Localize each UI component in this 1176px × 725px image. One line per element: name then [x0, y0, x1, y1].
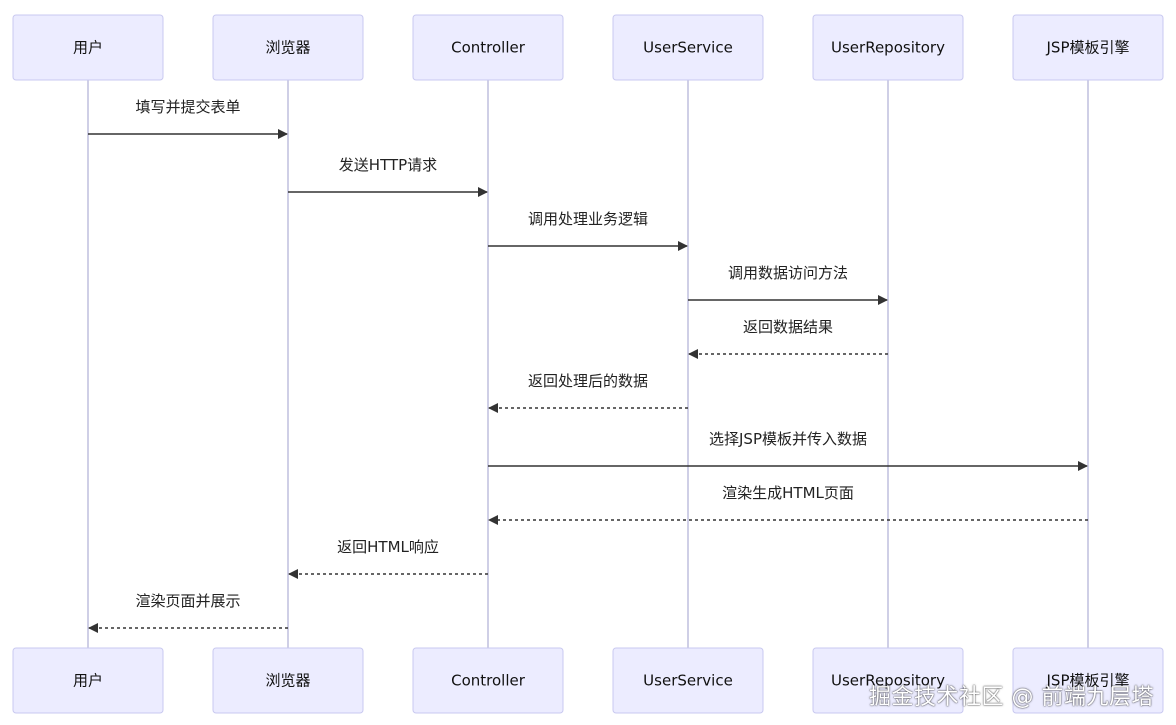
actor-bottom-1: 浏览器: [212, 647, 364, 714]
message-6: 返回处理后的数据: [488, 372, 688, 413]
actor-bottom-4: UserRepository: [812, 647, 964, 714]
actor-top-2: Controller: [412, 14, 564, 81]
message-9: 返回HTML响应: [288, 538, 488, 579]
message-label: 渲染生成HTML页面: [722, 484, 854, 502]
message-5: 返回数据结果: [688, 318, 888, 359]
message-1: 填写并提交表单: [88, 98, 288, 139]
actor-top-0: 用户: [12, 14, 164, 81]
message-7: 选择JSP模板并传入数据: [488, 430, 1088, 471]
message-4: 调用数据访问方法: [688, 264, 888, 305]
actor-label: Controller: [451, 672, 526, 690]
actor-box: [12, 14, 164, 81]
actor-bottom-0: 用户: [12, 647, 164, 714]
actor-box: [612, 14, 764, 81]
actor-bottom-2: Controller: [412, 647, 564, 714]
message-label: 填写并提交表单: [135, 98, 240, 116]
actor-label: JSP模板引擎: [1046, 672, 1130, 690]
actor-label: UserRepository: [831, 39, 945, 57]
actor-label: UserService: [643, 672, 733, 690]
actor-box: [812, 647, 964, 714]
message-3: 调用处理业务逻辑: [488, 210, 688, 251]
actor-bottom-3: UserService: [612, 647, 764, 714]
actor-box: [412, 647, 564, 714]
actor-top-5: JSP模板引擎: [1012, 14, 1164, 81]
actor-box: [12, 647, 164, 714]
message-label: 返回HTML响应: [337, 538, 439, 556]
actor-box: [212, 647, 364, 714]
message-label: 返回数据结果: [743, 318, 833, 336]
message-10: 渲染页面并展示: [88, 592, 288, 633]
actor-label: UserService: [643, 39, 733, 57]
message-label: 调用数据访问方法: [728, 264, 848, 282]
actor-label: 用户: [73, 672, 103, 690]
actor-box: [1012, 14, 1164, 81]
actor-label: 浏览器: [265, 672, 310, 690]
actor-top-4: UserRepository: [812, 14, 964, 81]
actor-top-1: 浏览器: [212, 14, 364, 81]
actor-label: 用户: [73, 39, 103, 57]
message-8: 渲染生成HTML页面: [488, 484, 1088, 525]
message-2: 发送HTTP请求: [288, 156, 488, 197]
actor-box: [612, 647, 764, 714]
actor-box: [1012, 647, 1164, 714]
actor-label: UserRepository: [831, 672, 945, 690]
message-label: 选择JSP模板并传入数据: [709, 430, 867, 448]
actor-top-3: UserService: [612, 14, 764, 81]
actor-label: Controller: [451, 39, 526, 57]
actor-box: [412, 14, 564, 81]
message-label: 返回处理后的数据: [528, 372, 648, 390]
message-label: 发送HTTP请求: [339, 156, 437, 174]
watermark: 掘金技术社区 @ 前端九层塔: [869, 685, 1154, 710]
message-label: 调用处理业务逻辑: [528, 210, 648, 228]
actor-box: [212, 14, 364, 81]
actor-bottom-5: JSP模板引擎: [1012, 647, 1164, 714]
actor-label: 浏览器: [265, 39, 310, 57]
actor-label: JSP模板引擎: [1046, 39, 1130, 57]
message-label: 渲染页面并展示: [135, 592, 240, 610]
actor-box: [812, 14, 964, 81]
